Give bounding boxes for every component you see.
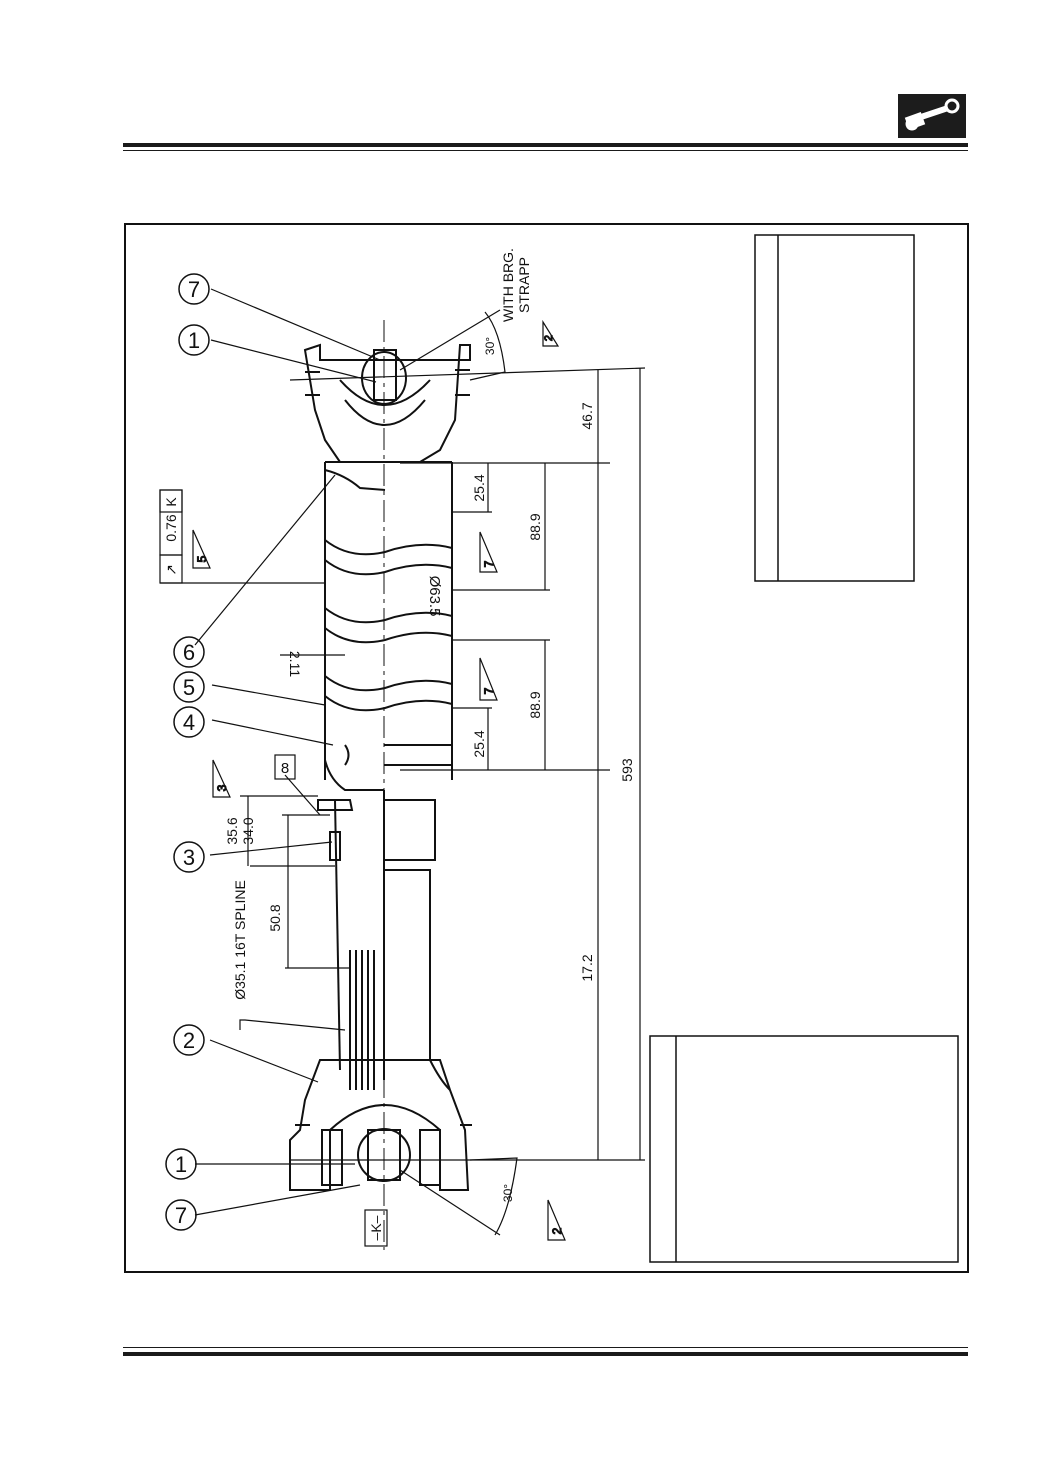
tube [324,461,453,791]
footer-rule-thin [123,1347,968,1348]
dim-tube-diameter: Ø63.5 [426,576,443,617]
drawing-frame [124,223,969,1273]
dim-boot-a: 35.6 [224,817,240,844]
svg-text:7: 7 [482,687,496,694]
svg-text:1: 1 [175,1152,187,1177]
dim-balance-a-bottom: 25.4 [471,730,487,757]
flag-2-top: 2 [542,319,560,347]
callout-5: 5 [173,671,205,703]
svg-text:6: 6 [183,640,195,665]
svg-text:5: 5 [183,675,195,700]
datum-k-tag: –K– [368,1215,384,1240]
dim-runout: 0.76 [163,514,179,541]
flag-3: 3 [212,759,231,798]
svg-text:8: 8 [281,760,289,777]
top-yoke [303,343,471,463]
svg-text:7: 7 [175,1203,187,1228]
svg-text:5: 5 [195,555,209,562]
dim-overall: 593 [619,758,635,782]
dim-left-section: 17.2 [579,954,595,981]
svg-text:3: 3 [183,845,195,870]
svg-text:2: 2 [543,335,555,341]
dim-boot-b: 34.0 [240,817,256,844]
svg-text:2: 2 [183,1028,195,1053]
angle-top: 30° [483,337,497,355]
spline-label: Ø35.1 16T SPLINE [232,880,248,1000]
bottom-yoke [289,1059,472,1191]
svg-text:7: 7 [482,560,496,567]
svg-text:7: 7 [188,277,200,302]
flag-7-lower: 7 [479,657,498,701]
svg-text:3: 3 [215,784,229,791]
title-block-top [754,234,915,582]
flag-5: 5 [192,529,211,569]
strap-label-line2: STRAPP [516,257,532,313]
callout-1-top: 1 [178,324,210,356]
title-block-bottom [649,1035,959,1263]
dim-balance-b-bottom: 88.9 [527,691,543,718]
dim-balance-a-top: 25.4 [471,474,487,501]
callout-7-top: 7 [178,273,210,305]
datum-k-frame: K [163,497,179,507]
dim-wall-thickness: 2.11 [287,651,303,677]
runout-symbol: ↗ [163,564,179,576]
dimension-lines [159,309,646,1247]
header-rule-thin [123,150,968,151]
callout-2: 2 [173,1024,205,1056]
callout-1-bottom: 1 [165,1148,197,1180]
leader-lines [194,288,381,1216]
svg-text:4: 4 [183,710,195,735]
footer-rule-thick [123,1352,968,1356]
flag-7-upper: 7 [479,531,498,573]
callout-3: 3 [173,841,205,873]
svg-text:1: 1 [188,328,200,353]
slip-section [317,790,451,1091]
strap-label-line1: WITH BRG. [500,248,516,322]
angle-bottom: 30° [501,1184,515,1202]
header-rule-thick [123,143,968,147]
dim-right-section: 46.7 [579,402,595,429]
callout-7-bottom: 7 [165,1199,197,1231]
dim-spline-length: 50.8 [267,904,283,931]
dim-balance-b-top: 88.9 [527,513,543,540]
callout-8: 8 [274,754,296,780]
drive-shaft-icon [898,94,966,138]
callout-4: 4 [173,706,205,738]
svg-text:2: 2 [550,1227,564,1234]
callout-6: 6 [173,636,205,668]
flag-2-bottom: 2 [547,1199,566,1241]
